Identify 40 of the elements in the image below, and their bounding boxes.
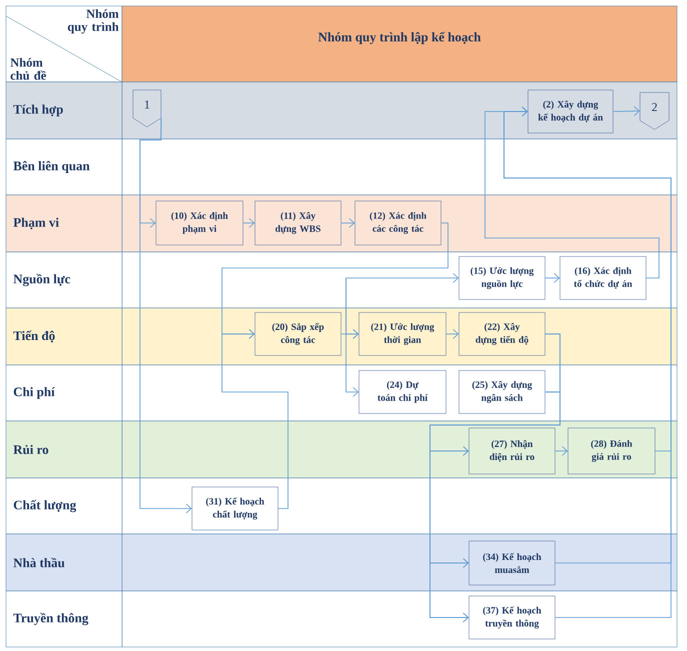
process-box: (11) Xây dựng WBS [254, 200, 342, 246]
lane-name-cell: Nguồn lực [6, 252, 122, 308]
process-box: (34) Kế hoạch muasắm [468, 540, 556, 586]
connector-arrow [340, 218, 355, 228]
connector-arrow [554, 446, 568, 456]
process-box: (31) Kế hoạch chất lượng [192, 486, 278, 530]
connector-arrow [242, 218, 255, 228]
connector-arrow [544, 273, 560, 283]
lane-name-cell: Chi phí [6, 364, 122, 422]
corner-header-cell: Nhóm quy trình Nhóm chủ đề [6, 6, 122, 82]
process-box: (28) Đánh giá rủi ro [568, 428, 656, 474]
process-box: (24) Dự toán chi phí [358, 370, 446, 414]
connector-arrow [430, 392, 560, 622]
process-box: (15) Ước lượng nguồn lực [458, 256, 546, 300]
process-box: (2) Xây dựng kế hoạch dự án [528, 90, 614, 134]
process-box: (37) Kế hoạch truyền thông [468, 596, 556, 640]
lane-name-cell: Tiến độ [6, 308, 122, 366]
process-box: (20) Sắp xếp công tác [254, 312, 342, 356]
lane-name-cell: Bên liên quan [6, 138, 122, 196]
connector-arrow [612, 106, 640, 116]
process-box: (10) Xác định phạm vi [156, 200, 244, 246]
process-box: (16) Xác định tổ chức dự án [560, 256, 646, 300]
lane-name-cell: Chất lượng [6, 478, 122, 534]
lane-name-cell: Nhà thầu [6, 534, 122, 592]
process-box: (22) Xây dựng tiến độ [458, 312, 546, 356]
process-box: (21) Ước lượng thời gian [358, 312, 446, 356]
connector-arrow [222, 329, 288, 509]
process-box: (27) Nhận diện rủi ro [468, 428, 556, 474]
connector-arrow [340, 329, 359, 339]
header-cell: Nhóm quy trình lập kế hoạch [122, 6, 678, 82]
lane-name-cell: Truyền thông [6, 590, 122, 648]
connector-arrow [446, 329, 459, 339]
process-box: (12) Xác định các công tác [354, 200, 442, 246]
connector-arrow [346, 278, 359, 397]
process-box: (25) Xây dựng ngân sách [458, 370, 546, 414]
connector-arrow [140, 118, 192, 514]
lane-name-cell: Phạm vi [6, 194, 122, 252]
lane-name-cell: Rủi ro [6, 420, 122, 478]
lane-name-cell: Tích hợp [6, 82, 122, 140]
connector-arrow [346, 273, 459, 283]
